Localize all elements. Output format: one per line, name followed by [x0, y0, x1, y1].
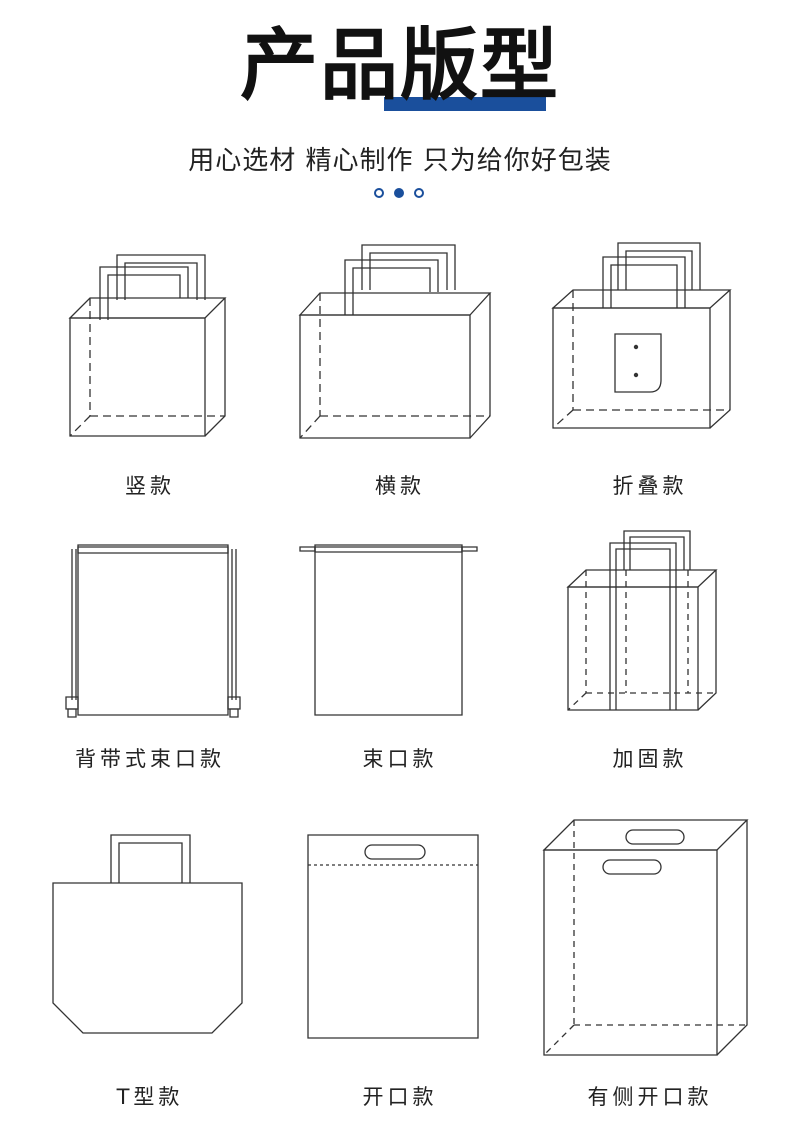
- dot-filled-icon: [394, 188, 404, 198]
- dot-icon: [374, 188, 384, 198]
- decorative-dots: [372, 185, 432, 201]
- reinforced-bag-icon: [530, 525, 770, 735]
- product-item-drawstring: 束口款: [280, 535, 520, 771]
- t-shape-bag-icon: [30, 825, 270, 1040]
- product-label: 横款: [375, 474, 425, 498]
- product-label: 束口款: [362, 747, 438, 771]
- product-item-horizontal: 横款: [280, 230, 520, 498]
- product-label: 折叠款: [612, 474, 688, 498]
- gusset-die-cut-bag-icon: [530, 815, 770, 1060]
- die-cut-bag-icon: [280, 825, 520, 1040]
- product-label: 加固款: [612, 747, 688, 771]
- product-label: 开口款: [362, 1085, 438, 1109]
- page-subtitle: 用心选材 精心制作 只为给你好包装: [188, 146, 612, 176]
- product-item-reinforced: 加固款: [530, 525, 770, 771]
- dot-icon: [414, 188, 424, 198]
- product-item-gusset-die-cut: 有侧开口款: [530, 815, 770, 1109]
- page-title: 产品版型: [239, 21, 560, 111]
- product-label: 有侧开口款: [587, 1085, 713, 1109]
- title-underline-bar: [384, 97, 546, 111]
- header: 产品版型 用心选材 精心制作 只为给你好包装: [0, 0, 800, 210]
- product-item-t-shape: T型款: [30, 825, 270, 1109]
- drawstring-bag-icon: [280, 535, 520, 735]
- folding-bag-icon: [530, 230, 770, 445]
- product-label: 背带式束口款: [75, 747, 225, 771]
- product-item-backpack-drawstring: 背带式束口款: [30, 535, 270, 771]
- product-item-vertical: 竖款: [30, 230, 270, 498]
- vertical-bag-icon: [30, 230, 270, 445]
- backpack-drawstring-bag-icon: [30, 535, 270, 735]
- product-item-folding: 折叠款: [530, 230, 770, 498]
- product-label: 竖款: [125, 474, 175, 498]
- product-label: T型款: [116, 1085, 184, 1109]
- product-item-die-cut: 开口款: [280, 825, 520, 1109]
- horizontal-bag-icon: [280, 230, 520, 445]
